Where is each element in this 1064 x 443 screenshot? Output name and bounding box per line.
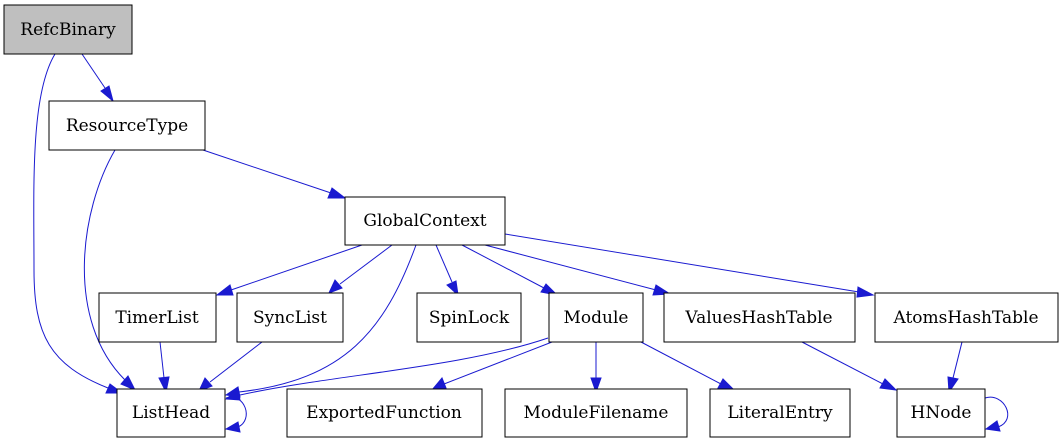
node-valueshashtable[interactable]: ValuesHashTable — [663, 292, 856, 343]
edge-globalcontext-valueshashtable — [484, 244, 657, 291]
node-label: TimerList — [115, 308, 199, 328]
edge-refcbinary-listhead — [33, 53, 109, 389]
arrowhead — [590, 377, 602, 394]
edge-module-listhead — [239, 337, 549, 396]
edge-resourcetype-globalcontext — [202, 149, 332, 194]
edges — [33, 53, 1009, 433]
node-exportedfunction[interactable]: ExportedFunction — [286, 388, 483, 438]
node-label: ValuesHashTable — [684, 308, 832, 328]
arrowhead — [327, 187, 347, 199]
edge-synclist-listhead — [209, 341, 263, 383]
node-module[interactable]: Module — [548, 292, 644, 343]
arrowhead — [100, 85, 114, 103]
node-label: AtomsHashTable — [892, 308, 1038, 328]
edge-globalcontext-listhead — [238, 244, 417, 393]
arrowhead — [446, 280, 459, 297]
node-label: GlobalContext — [363, 211, 486, 231]
node-refcbinary[interactable]: RefcBinary — [3, 4, 133, 55]
node-synclist[interactable]: SyncList — [236, 292, 344, 343]
node-label: ModuleFilename — [524, 403, 669, 423]
node-spinlock[interactable]: SpinLock — [416, 292, 522, 343]
arrowhead — [158, 376, 170, 394]
arrowhead — [224, 421, 241, 433]
node-hnode[interactable]: HNode — [896, 388, 986, 438]
node-resourcetype[interactable]: ResourceType — [48, 100, 206, 151]
edge-globalcontext-spinlock — [435, 244, 453, 283]
node-label: ListHead — [132, 403, 210, 423]
node-atomshashtable[interactable]: AtomsHashTable — [874, 292, 1059, 343]
arrowhead — [215, 284, 234, 296]
arrowhead — [430, 377, 447, 391]
edge-module-literalentry — [640, 341, 722, 385]
edge-globalcontext-synclist — [339, 244, 393, 285]
arrowhead — [984, 420, 1001, 432]
node-label: SyncList — [253, 308, 327, 328]
node-label: LiteralEntry — [727, 403, 833, 423]
arrowhead — [328, 279, 343, 294]
node-label: ExportedFunction — [306, 403, 462, 423]
edge-globalcontext-module — [461, 244, 545, 289]
edge-refcbinary-resourcetype — [81, 53, 106, 89]
node-label: HNode — [911, 403, 972, 423]
node-globalcontext[interactable]: GlobalContext — [344, 196, 506, 246]
node-label: RefcBinary — [20, 20, 116, 40]
node-listhead[interactable]: ListHead — [116, 388, 226, 438]
edge-timerlist-listhead — [159, 341, 165, 379]
edge-resourcetype-listhead — [83, 149, 126, 381]
nodes: RefcBinary ResourceType GlobalContext Ti… — [3, 4, 1059, 438]
arrowhead — [856, 286, 875, 298]
arrowhead — [947, 376, 959, 394]
arrowhead — [879, 378, 898, 391]
edge-hnode-self — [984, 396, 1009, 428]
node-literalentry[interactable]: LiteralEntry — [709, 388, 851, 438]
node-timerlist[interactable]: TimerList — [98, 292, 217, 343]
node-label: ResourceType — [66, 116, 188, 136]
arrowhead — [120, 375, 137, 391]
edge-module-exportedfunction — [443, 341, 553, 385]
edge-valueshashtable-hnode — [801, 341, 884, 385]
arrowhead — [717, 378, 736, 391]
node-modulefilename[interactable]: ModuleFilename — [504, 388, 688, 438]
node-label: SpinLock — [429, 308, 510, 328]
edge-listhead-self — [225, 396, 247, 428]
node-label: Module — [564, 308, 629, 328]
edge-globalcontext-timerlist — [230, 244, 363, 291]
edge-globalcontext-atomshashtable — [504, 233, 860, 293]
edge-atomshashtable-hnode — [952, 341, 963, 379]
